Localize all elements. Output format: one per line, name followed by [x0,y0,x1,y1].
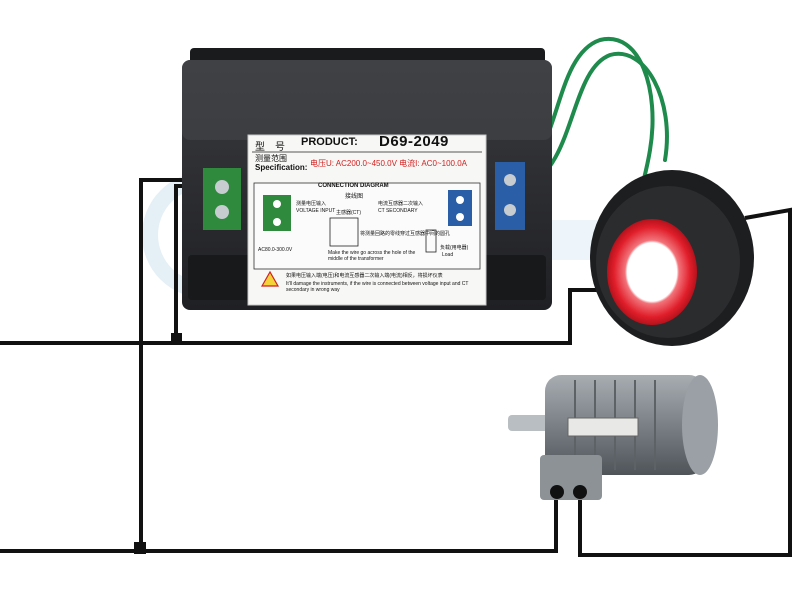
voltage-input-cn: 测量电压输入 [296,201,327,207]
wire-top-line [0,288,600,345]
ct-secondary-cn: 电流互感器二次输入 [378,201,424,207]
spec-values: 电压U: AC200.0~450.0V 电流I: AC0~100.0A [310,159,467,168]
wire-bottom-line [0,497,558,553]
range-value: AC80.0-300.0V [258,247,293,253]
wire-ct-return [578,207,792,557]
warning-text: It'll damage the instruments, if the wir… [286,281,469,293]
wire-junction-bottom [134,542,146,554]
terminal-block-voltage [203,168,241,230]
product-label: PRODUCT: [301,136,358,148]
wire-note-cn: 将测量回路的零线穿过互感器中间的圆孔 [360,231,451,237]
electric-motor [508,375,718,500]
model-prefix-label: 型 号 [255,142,285,153]
terminal-block-ct [495,162,525,230]
warning-icon [260,270,280,287]
wire-junction-top [171,333,182,345]
product-code: D69-2049 [379,133,449,150]
load-label: Load [442,252,454,258]
warning-cn: 如果电压输入端(电压)和电流互感器二次输入端(电流)相反，将损坏仪表 [286,273,443,279]
ct-secondary-label: CT SECONDARY [378,208,418,214]
voltage-input-label: VOLTAGE INPUT [296,208,336,214]
spec-label-cn: 测量范围 [255,154,287,163]
diagram-title-cn: 接线图 [345,194,364,200]
current-transformer [590,170,754,346]
ct-lead-wires [520,36,669,202]
diagram-title: CONNECTION DIAGRAM [318,183,389,189]
load-label-cn: 负载(用电器) [440,245,469,251]
ct-primary-label: 主感器(CT) [336,210,361,216]
spec-label: Specification: [255,163,308,172]
specification-card [247,134,487,306]
wire-note: Make the wire go across the hole of the … [328,250,416,262]
